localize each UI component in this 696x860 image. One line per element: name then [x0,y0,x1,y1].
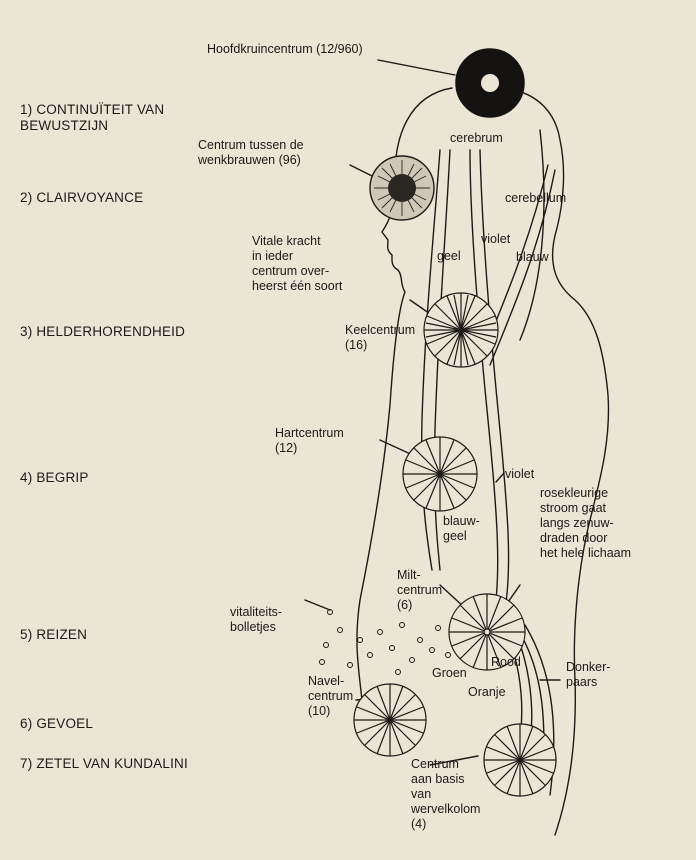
level-1-label: 1) CONTINUÏTEIT VAN BEWUSTZIJN [20,102,164,134]
heart-centre-label: Hartcentrum (12) [275,426,344,456]
base-centre-label: Centrum aan basis van wervelkolom (4) [411,757,480,832]
blauw-top-label: blauw [516,250,549,265]
navel-centre-label: Navel- centrum (10) [308,674,353,719]
blauw-geel-label: blauw- geel [443,514,480,544]
vitality-label: vitaliteits- bolletjes [230,605,282,635]
rosy-stream-label: rosekleurige stroom gaat langs zenuw- dr… [540,486,631,561]
rood-label: Rood [491,655,521,670]
crown-centre-label: Hoofdkruincentrum (12/960) [207,42,363,57]
level-2-label: 2) CLAIRVOYANCE [20,190,143,206]
level-6-label: 6) GEVOEL [20,716,93,732]
violet-top-label: violet [481,232,510,247]
cerebrum-label: cerebrum [450,131,503,146]
vital-force-label: Vitale kracht in ieder centrum over- hee… [252,234,342,294]
violet-mid-label: violet [505,467,534,482]
level-4-label: 4) BEGRIP [20,470,89,486]
oranje-label: Oranje [468,685,506,700]
base-centre-icon [484,724,556,796]
cerebellum-label: cerebellum [505,191,566,206]
spleen-centre-label: Milt- centrum (6) [397,568,442,613]
level-1-line2: BEWUSTZIJN [20,118,164,134]
throat-centre-icon [424,293,498,367]
level-3-label: 3) HELDERHORENDHEID [20,324,185,340]
level-5-label: 5) REIZEN [20,627,87,643]
vitality-globules [320,610,451,675]
navel-centre-icon [354,684,426,756]
donkerpaars-label: Donker- paars [566,660,610,690]
level-7-label: 7) ZETEL VAN KUNDALINI [20,756,188,772]
level-1-line1: 1) CONTINUÏTEIT VAN [20,102,164,118]
throat-centre-label: Keelcentrum (16) [345,323,415,353]
heart-centre-icon [403,437,477,511]
groen-label: Groen [432,666,467,681]
brow-centre-label: Centrum tussen de wenkbrauwen (96) [198,138,304,168]
geel-top-label: geel [437,249,461,264]
